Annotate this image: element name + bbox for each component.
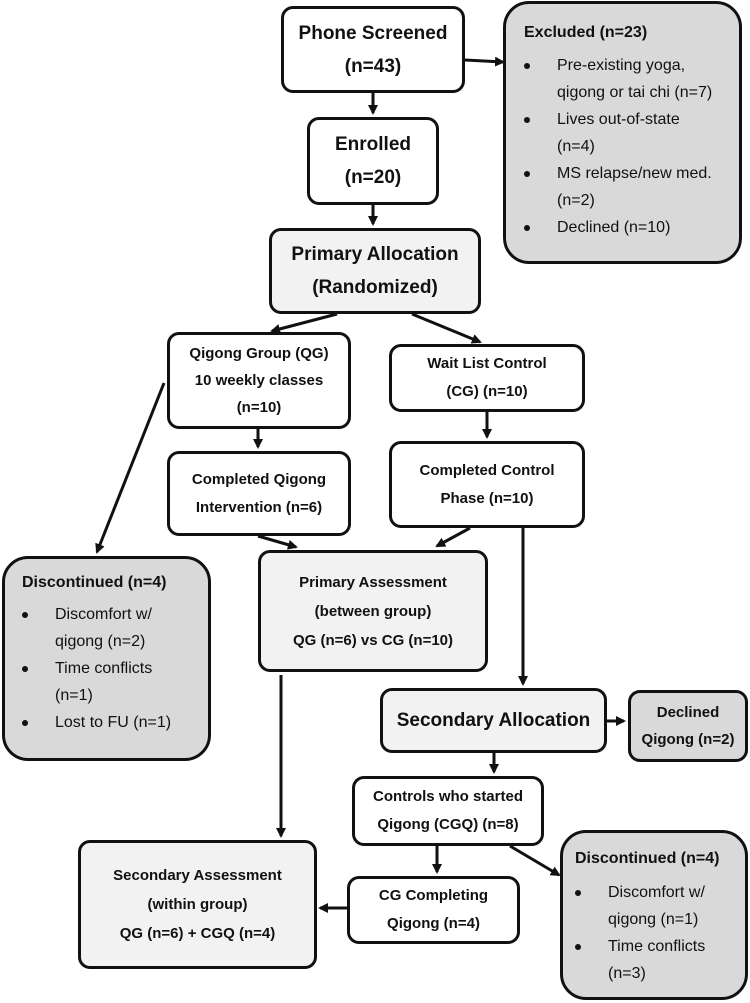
discontinued-qg-box: Discontinued (n=4) Discomfort w/qigong (… <box>2 556 211 761</box>
phone-screened-title: Phone Screened <box>298 22 448 44</box>
excluded-item: Declined (n=10) <box>524 214 739 241</box>
qigong-group-box: Qigong Group (QG) 10 weekly classes (n=1… <box>167 332 351 429</box>
primary-assessment-box: Primary Assessment (between group) QG (n… <box>258 550 488 672</box>
secondary-assessment-box: Secondary Assessment (within group) QG (… <box>78 840 317 969</box>
controls-started-box: Controls who started Qigong (CGQ) (n=8) <box>352 776 544 846</box>
excluded-box: Excluded (n=23) Pre-existing yoga,qigong… <box>503 1 742 264</box>
enrolled-count: (n=20) <box>344 167 402 188</box>
arrow-qg-to-discontinued <box>95 382 166 554</box>
excluded-list: Pre-existing yoga,qigong or tai chi (n=7… <box>524 52 739 241</box>
primary-allocation-subtitle: (Randomized) <box>312 277 438 298</box>
declined-qigong-box: Declined Qigong (n=2) <box>628 690 748 762</box>
discontinued-item: Lost to FU (n=1) <box>22 709 208 736</box>
arrow-allocation-to-cg <box>411 312 482 344</box>
phone-screened-box: Phone Screened (n=43) <box>281 6 465 93</box>
discontinued-cgq-box: Discontinued (n=4) Discomfort w/qigong (… <box>560 830 748 1000</box>
excluded-item: MS relapse/new med.(n=2) <box>524 160 739 214</box>
primary-allocation-box: Primary Allocation (Randomized) <box>269 228 481 314</box>
discontinued-item: Discomfort w/qigong (n=1) <box>575 879 745 933</box>
discontinued-cgq-list: Discomfort w/qigong (n=1) Time conflicts… <box>575 879 745 987</box>
completed-control-box: Completed Control Phase (n=10) <box>389 441 585 528</box>
discontinued-item: Time conflicts(n=3) <box>575 933 745 987</box>
excluded-title: Excluded (n=23) <box>524 24 648 41</box>
enrolled-title: Enrolled <box>334 134 411 155</box>
cg-completing-box: CG Completing Qigong (n=4) <box>347 876 520 944</box>
enrolled-box: Enrolled (n=20) <box>307 117 439 205</box>
arrow-screened-to-excluded <box>464 56 505 67</box>
excluded-item: Lives out-of-state(n=4) <box>524 106 739 160</box>
discontinued-qg-list: Discomfort w/qigong (n=2) Time conflicts… <box>22 601 208 736</box>
primary-allocation-title: Primary Allocation <box>291 244 459 265</box>
phone-screened-count: (n=43) <box>344 55 402 77</box>
discontinued-item: Discomfort w/qigong (n=2) <box>22 601 208 655</box>
arrow-completed-qg-to-primary <box>257 534 298 550</box>
discontinued-cgq-title: Discontinued (n=4) <box>575 850 720 867</box>
wait-list-control-box: Wait List Control (CG) (n=10) <box>389 344 585 412</box>
arrow-allocation-to-qg <box>270 312 338 334</box>
arrow-completed-cg-to-primary <box>435 526 471 548</box>
excluded-item: Pre-existing yoga,qigong or tai chi (n=7… <box>524 52 739 106</box>
completed-qigong-box: Completed Qigong Intervention (n=6) <box>167 451 351 536</box>
secondary-allocation-box: Secondary Allocation <box>380 688 607 753</box>
arrow-controls-to-discontinued <box>509 844 561 877</box>
discontinued-qg-title: Discontinued (n=4) <box>22 574 167 591</box>
discontinued-item: Time conflicts(n=1) <box>22 655 208 709</box>
